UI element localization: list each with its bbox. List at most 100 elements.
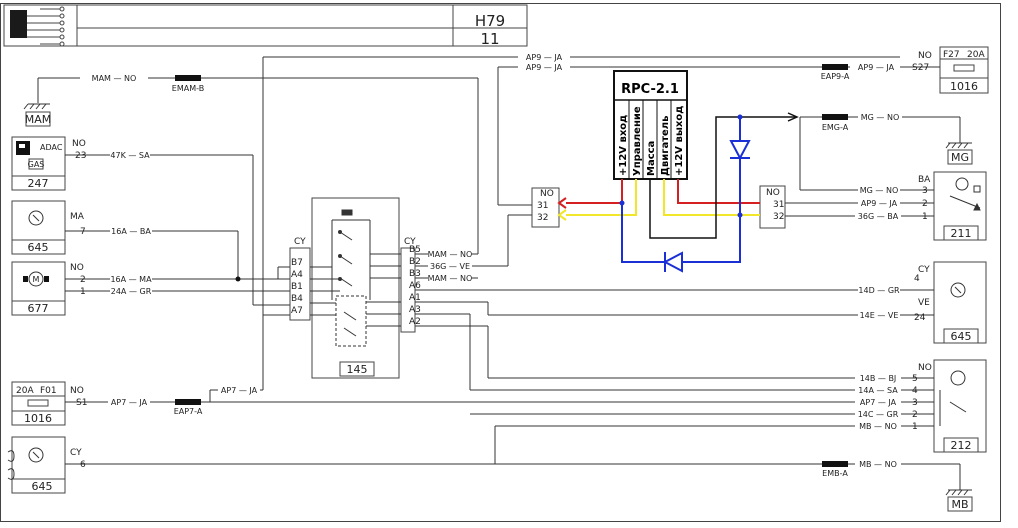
header: H79 11 [3,4,528,48]
c212-pin: 3 [912,398,918,408]
connector-1016a-label: 1016 [24,412,52,425]
ground-mb-label: MB [951,498,968,511]
c212-wire: 14B — BJ [860,374,897,383]
connector-31-32-mid: NO 31 32 [759,185,786,229]
connector-145-cy-left: CY [294,237,306,247]
wire-36g-ba: 36G — BA [858,212,899,221]
gauge-icon [7,447,44,480]
connector-645c-label: 645 [951,330,972,343]
wires [37,56,961,490]
c145-right-pin: B3 [409,269,421,279]
conn-mid-32: 32 [773,212,784,222]
wire-label-bg [855,397,901,407]
fuse-f27-no: NO [918,51,932,61]
c212-pin: 1 [912,422,918,432]
wire-label-bg [428,261,472,271]
motor-icon [949,177,981,211]
adac-label: ADAC [40,143,63,152]
wire-label-bg [855,385,901,395]
c212-pin: 2 [912,410,918,420]
connector-645b-label: 645 [32,480,53,493]
connector-677-no: NO [70,263,84,273]
connector-247-label: 247 [28,177,49,190]
conn-left-no: NO [540,189,554,199]
c145-right-pin: A6 [409,281,421,291]
splices: EMAM-B EAP9-A EMG-A EAP7-A EMB-A [172,64,850,478]
c211-pin1: 1 [922,212,928,222]
connector-247-pin: 23 [75,151,86,161]
connector-1016b-label: 1016 [950,80,978,93]
connector-677-label: 677 [28,302,49,315]
wire-ap7-ja: AP7 — JA [111,398,148,407]
c645c-cy: CY [918,265,930,275]
c145-left-pin: B4 [291,294,303,304]
c145-right-pin: A3 [409,305,421,315]
c145-left-pin: B7 [291,258,303,268]
splice-eap9: EAP9-A [821,72,850,81]
c145-left-pin: B1 [291,282,303,292]
fuse-f01-s1: S1 [76,398,87,408]
fuse-icon [27,399,49,407]
connector-645b-pin: 6 [80,460,86,470]
rpc-pin-label: Масса [646,141,657,176]
splice-emg: EMG-A [822,123,849,132]
c145-right-wire: MAM — NO [428,250,473,259]
motor-icon [939,370,967,426]
switch-icon [310,209,401,347]
conn-mid-no: NO [766,188,780,198]
conn-mid-31: 31 [773,200,784,210]
connector-645-left: 645 MA 7 16A — BA [11,200,152,255]
wire-ap9-1: AP9 — JA [526,53,563,62]
c145-right-wire: MAM — NO [428,274,473,283]
wire-label-bg [428,273,472,283]
page-title: H79 [475,12,505,30]
wire-ap9-2: AP9 — JA [526,63,563,72]
fuel-pump-icon [16,141,30,155]
wire-label-bg [428,249,472,259]
ground-mg-label: MG [951,151,969,164]
connector-645a-pin: 7 [80,227,86,237]
c212-pin: 5 [912,374,918,384]
wire-mg-no-2: MG — NO [860,186,898,195]
wire-mb-no: MB — NO [859,460,897,469]
connector-645-right: 645 CY 4 VE 24 14D — GR 14E — VE [858,261,987,344]
c211-pin2: 2 [922,199,928,209]
connector-145-label: 145 [347,363,368,376]
c212-wire: 14C — GR [858,410,899,419]
rpc-title: RPC-2.1 [621,82,679,97]
connector-211-label: 211 [951,227,972,240]
rpc-pin-label: +12V вход [618,115,629,176]
gauge-icon [950,282,966,298]
connector-677: 677 M NO 2 1 16A — MA 24A — GR [11,261,241,316]
wire-16a-ba: 16A — BA [111,227,151,236]
connector-pins-icon [27,6,65,47]
wire-label-bg [855,373,901,383]
ground-mg: MG [945,142,973,165]
c645c-pin24: 24 [914,313,926,323]
connector-212-label: 212 [951,439,972,452]
ground-mb: MB [945,489,973,512]
fuse-f01-no: NO [70,386,84,396]
connector-677-pin1: 1 [80,287,86,297]
wire-ap9-ja-4: AP9 — JA [861,199,898,208]
c645c-ve: VE [918,298,930,308]
page-subtitle: 11 [480,30,499,48]
c145-right-wire: 36G — VE [430,262,470,271]
c212-wire: MB — NO [859,422,897,431]
connector-211: 211 BA 3 2 1 MG — NO AP9 — JA 36G — BA [855,171,987,241]
c145-left-pin: A4 [291,270,303,280]
wire-14d-gr: 14D — GR [858,286,900,295]
wire-14e-ve: 14E — VE [860,311,899,320]
fuse-f01-id: F01 [40,386,57,396]
motor-icon: M [23,271,49,287]
wire-47k-sa: 47K — SA [110,151,150,160]
wire-label-bg [855,409,901,419]
connector-645b-cy: CY [70,448,82,458]
diode-horizontal-icon [662,251,683,273]
c145-right-pin: A1 [409,293,421,303]
wire-24a-gr: 24A — GR [111,287,152,296]
